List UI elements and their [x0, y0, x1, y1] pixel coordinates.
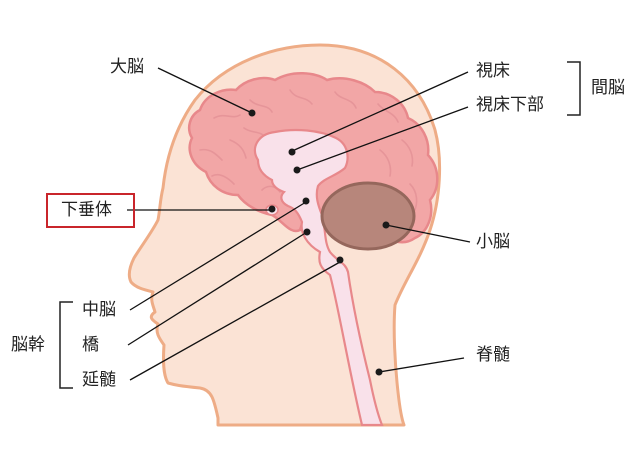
leader-medulla: [129, 261, 341, 381]
label-cerebrum: 大脳: [110, 57, 144, 77]
label-pons: 橋: [82, 335, 99, 355]
leader-pons: [127, 231, 308, 346]
pointer-dots: [248, 109, 390, 376]
brainstem-bracket: [59, 301, 73, 389]
label-thalamus: 視床: [476, 61, 510, 81]
leader-cerebrum: [157, 67, 253, 114]
diencephalon-bracket: [567, 61, 581, 116]
leader-lines: [127, 67, 471, 381]
leader-midbrain: [129, 201, 307, 311]
label-spinal-cord: 脊髄: [476, 345, 510, 365]
label-medulla: 延髄: [82, 370, 116, 390]
pituitary-highlight-box: [46, 193, 135, 228]
leader-cerebellum: [385, 224, 471, 243]
label-brainstem: 脳幹: [11, 335, 45, 355]
label-cerebellum: 小脳: [476, 232, 510, 252]
leader-thalamus: [289, 71, 469, 153]
cerebellum-shape: [320, 181, 416, 251]
leader-hypothalamus: [296, 106, 469, 171]
label-midbrain: 中脳: [82, 300, 116, 320]
label-pituitary: 下垂体: [61, 200, 112, 220]
leader-spinal-cord: [378, 357, 465, 373]
cerebrum-folds: [199, 89, 418, 213]
brainstem-shape: [253, 128, 384, 427]
label-diencephalon: 間脳: [591, 78, 625, 98]
label-hypothalamus: 視床下部: [476, 95, 544, 115]
